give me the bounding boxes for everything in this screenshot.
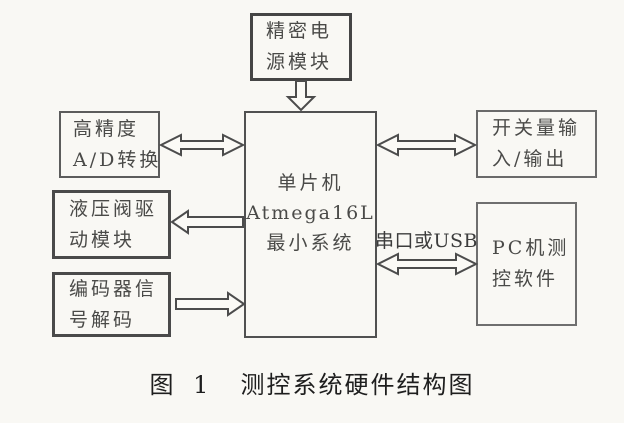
block-label-line: 控软件: [492, 268, 559, 290]
block-mcu-system: 单片机 Atmega16L 最小系统: [244, 111, 377, 338]
block-label-line: 源模块: [266, 51, 333, 73]
figure-number: 图 1: [149, 371, 215, 399]
block-label-line: 液压阀驱: [69, 197, 158, 220]
block-label-line: 最小系统: [266, 231, 355, 254]
block-label-line: 开关量输: [492, 117, 581, 139]
arrow-encoder-to-mcu-icon: [175, 291, 246, 317]
block-switch-io: 开关量输 入/输出: [476, 110, 597, 178]
serial-usb-label: 串口或USB: [375, 230, 478, 252]
block-label-line: 入/输出: [492, 148, 568, 170]
block-label-line: 单片机: [277, 171, 344, 194]
block-label-line: 动模块: [69, 228, 136, 251]
mcu-label: 单片机 Atmega16L 最小系统: [246, 168, 375, 258]
block-label-line: A/D转换: [73, 148, 162, 171]
block-adc-converter: 高精度 A/D转换: [59, 111, 160, 178]
arrow-adc-mcu-bidirectional-icon: [158, 133, 246, 157]
arrow-power-to-mcu-icon: [285, 80, 317, 112]
arrow-mcu-pc-bidirectional-icon: [375, 252, 479, 276]
arrow-mcu-to-valve-icon: [170, 209, 244, 235]
figure-title: 测控系统硬件结构图: [240, 371, 475, 399]
block-label-line: 高精度: [73, 117, 140, 140]
block-valve-driver: 液压阀驱 动模块: [52, 190, 171, 259]
block-label-line: Atmega16L: [246, 201, 375, 224]
block-encoder-decoder: 编码器信 号解码: [52, 272, 171, 337]
block-label-line: 编码器信: [69, 277, 158, 300]
block-power-module: 精密电 源模块: [250, 13, 352, 81]
block-pc-software: PC机测 控软件: [476, 202, 577, 326]
figure-caption: 图 1 测控系统硬件结构图: [0, 365, 624, 400]
arrow-mcu-switch-bidirectional-icon: [375, 133, 478, 157]
block-label-line: 精密电: [266, 20, 333, 42]
block-label-line: PC机测: [492, 237, 570, 259]
block-label-line: 号解码: [69, 308, 136, 331]
